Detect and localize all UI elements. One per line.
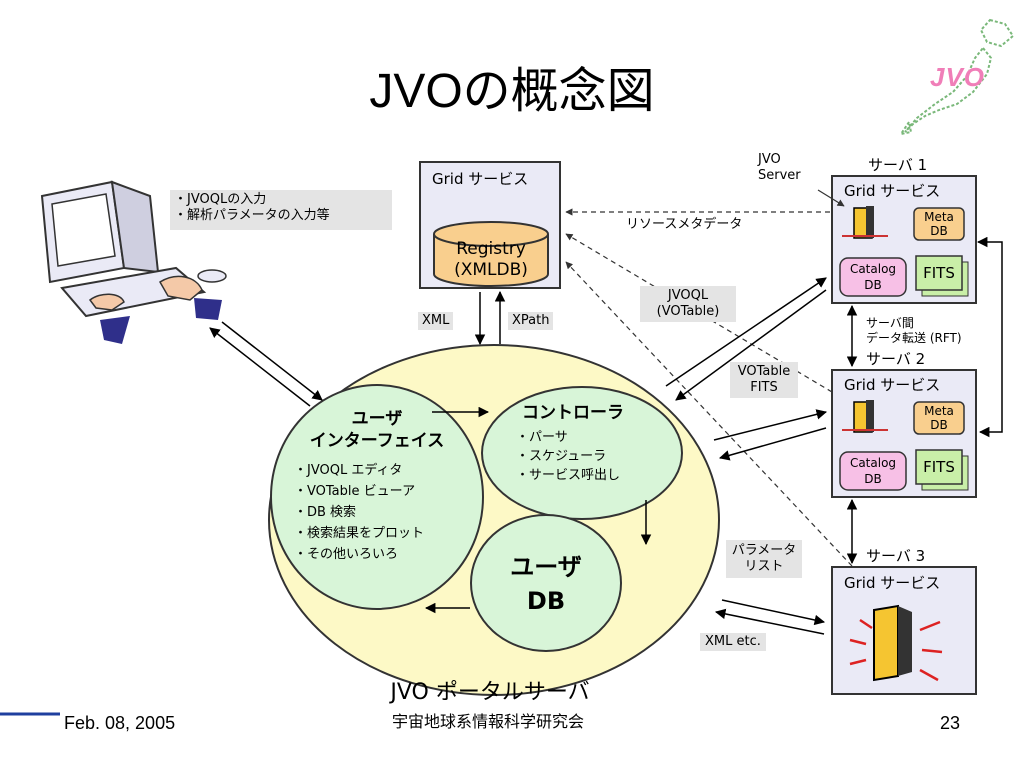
server1-fits xyxy=(915,255,963,291)
server2-meta-line2: DB xyxy=(930,418,948,432)
list-item: ・その他いろいろ xyxy=(294,547,399,562)
server1-rack-icon xyxy=(842,206,888,239)
userdb-circle xyxy=(470,514,622,652)
param-line1: パラメータ xyxy=(731,543,797,558)
xml-label: XML xyxy=(418,312,454,330)
server2-fits xyxy=(915,449,963,485)
ui-title: ユーザ インターフェイス xyxy=(280,408,474,452)
controller-circle xyxy=(481,386,683,520)
server1-catalogdb xyxy=(839,257,907,297)
param-list-label: パラメータ リスト xyxy=(726,540,802,578)
list-item: ・検索結果をプロット xyxy=(294,526,425,541)
rft-label: サーバ間 データ転送 (RFT) xyxy=(866,316,962,346)
ui-title-line1: ユーザ xyxy=(351,409,403,429)
jvo-server-line1: JVO xyxy=(758,152,781,167)
votable-fits-label: VOTable FITS xyxy=(730,362,798,398)
server2-metadb xyxy=(913,401,965,435)
footer-org: 宇宙地球系情報科学研究会 xyxy=(392,714,585,731)
server2-label: サーバ 2 xyxy=(866,350,926,368)
ui-title-line2: インターフェイス xyxy=(309,431,445,451)
userdb-line2: DB xyxy=(526,587,566,615)
list-item: ・VOTable ビューア xyxy=(294,484,416,499)
jvoql-line1: JVOQL xyxy=(667,288,709,303)
param-line2: リスト xyxy=(744,559,784,574)
server2-catalogdb xyxy=(839,451,907,491)
computer-icon xyxy=(40,180,227,344)
registry-db-line1: Registry xyxy=(456,239,526,259)
votable-line2: FITS xyxy=(750,380,778,395)
page-title: JVOの概念図 xyxy=(369,65,655,118)
jvo-server-line2: Server xyxy=(758,168,801,183)
server1-fits-label: FITS xyxy=(923,264,955,282)
portal-server-label: JVO ポータルサーバ xyxy=(390,680,590,705)
rft-line1: サーバ間 xyxy=(866,316,914,330)
server2-fits-label: FITS xyxy=(923,458,955,476)
server3-header: Grid サービス xyxy=(844,574,941,592)
server1-metadb xyxy=(913,207,965,241)
jvo-server-label: JVO Server xyxy=(758,152,820,184)
server3-rack-icon xyxy=(849,604,943,682)
server2-catalog-line2: DB xyxy=(864,472,882,486)
votable-line1: VOTable xyxy=(737,364,791,379)
controller-title: コントローラ xyxy=(522,403,624,423)
server1-header: Grid サービス xyxy=(844,182,941,200)
server1-catalog-line2: DB xyxy=(864,278,882,292)
user-notes: ・JVOQLの入力 ・解析パラメータの入力等 xyxy=(170,190,392,230)
user-note-item: ・解析パラメータの入力等 xyxy=(174,208,330,223)
ui-feature-list: ・JVOQL エディタ ・VOTable ビューア ・DB 検索 ・検索結果をプ… xyxy=(294,460,424,565)
xml-etc-label: XML etc. xyxy=(700,633,766,651)
list-item: ・パーサ xyxy=(516,430,568,445)
footer-date: Feb. 08, 2005 xyxy=(64,713,176,733)
server1-meta-line1: Meta xyxy=(924,210,954,224)
server2-rack-icon xyxy=(842,400,888,433)
controller-feature-list: ・パーサ ・スケジューラ ・サービス呼出し xyxy=(516,428,620,485)
jvoql-line2: (VOTable) xyxy=(656,304,720,319)
userdb-line1: ユーザ xyxy=(510,553,582,581)
user-interface-circle xyxy=(270,384,484,610)
list-item: ・スケジューラ xyxy=(516,449,607,464)
registry-header: Grid サービス xyxy=(432,170,529,188)
footer-page-number: 23 xyxy=(940,713,961,733)
xpath-label: XPath xyxy=(508,312,554,330)
server2-header: Grid サービス xyxy=(844,376,941,394)
rft-line2: データ転送 (RFT) xyxy=(866,331,962,345)
server2-catalog-line1: Catalog xyxy=(849,456,897,470)
list-item: ・DB 検索 xyxy=(294,505,357,520)
server1-meta-line2: DB xyxy=(930,224,948,238)
list-item: ・JVOQL エディタ xyxy=(294,463,403,478)
server1-label: サーバ 1 xyxy=(868,156,928,174)
jvoql-label: JVOQL (VOTable) xyxy=(640,286,736,322)
japan-map-logo-icon xyxy=(898,18,1015,136)
jvo-logo: JVO xyxy=(930,62,986,92)
registry-db-line2: (XMLDB) xyxy=(454,260,528,280)
server1-catalog-line1: Catalog xyxy=(849,262,897,276)
list-item: ・サービス呼出し xyxy=(516,468,621,483)
server3-label: サーバ 3 xyxy=(866,547,926,565)
server2-meta-line1: Meta xyxy=(924,404,954,418)
resource-metadata-label: リソースメタデータ xyxy=(626,217,743,232)
user-note-item: ・JVOQLの入力 xyxy=(174,192,267,207)
userdb-label: ユーザ DB xyxy=(496,550,596,618)
